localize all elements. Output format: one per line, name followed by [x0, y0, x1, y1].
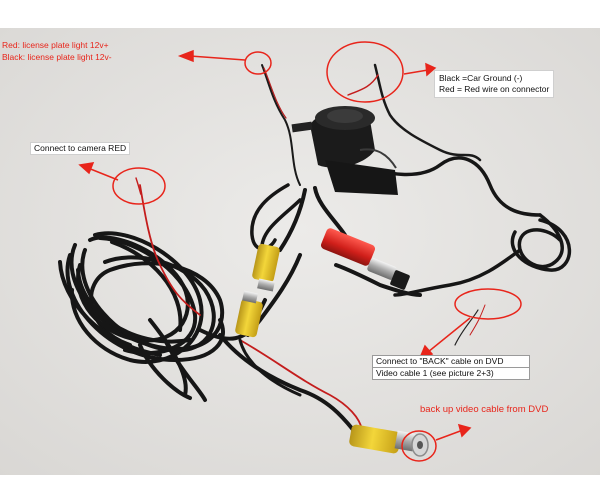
camera-unit — [291, 106, 398, 195]
red-power-connector — [320, 228, 410, 290]
label-ground-box: Black =Car Ground (-) Red = Red wire on … — [434, 70, 555, 98]
circle-license-wire — [244, 51, 272, 75]
label-license-black: Black: license plate light 12v- — [2, 52, 112, 62]
yellow-rca-lower — [349, 424, 429, 457]
label-video-cable: Video cable 1 (see picture 2+3) — [372, 367, 530, 380]
circle-dvd-plug — [401, 430, 437, 462]
circle-back-cable — [454, 288, 522, 320]
annotation-markers — [112, 41, 522, 462]
label-license-red: Red: license plate light 12v+ — [2, 40, 109, 50]
label-backup-video: back up video cable from DVD — [420, 404, 549, 415]
photo-background — [0, 28, 600, 475]
circle-ground-wire — [326, 41, 404, 103]
label-ground-black: Black =Car Ground (-) — [439, 73, 523, 83]
label-ground-red: Red = Red wire on connector — [439, 84, 550, 94]
annotation-arrows — [78, 49, 472, 441]
label-camera-red: Connect to camera RED — [30, 142, 131, 155]
circle-camera-red — [112, 167, 166, 205]
yellow-rca-upper — [235, 243, 280, 338]
